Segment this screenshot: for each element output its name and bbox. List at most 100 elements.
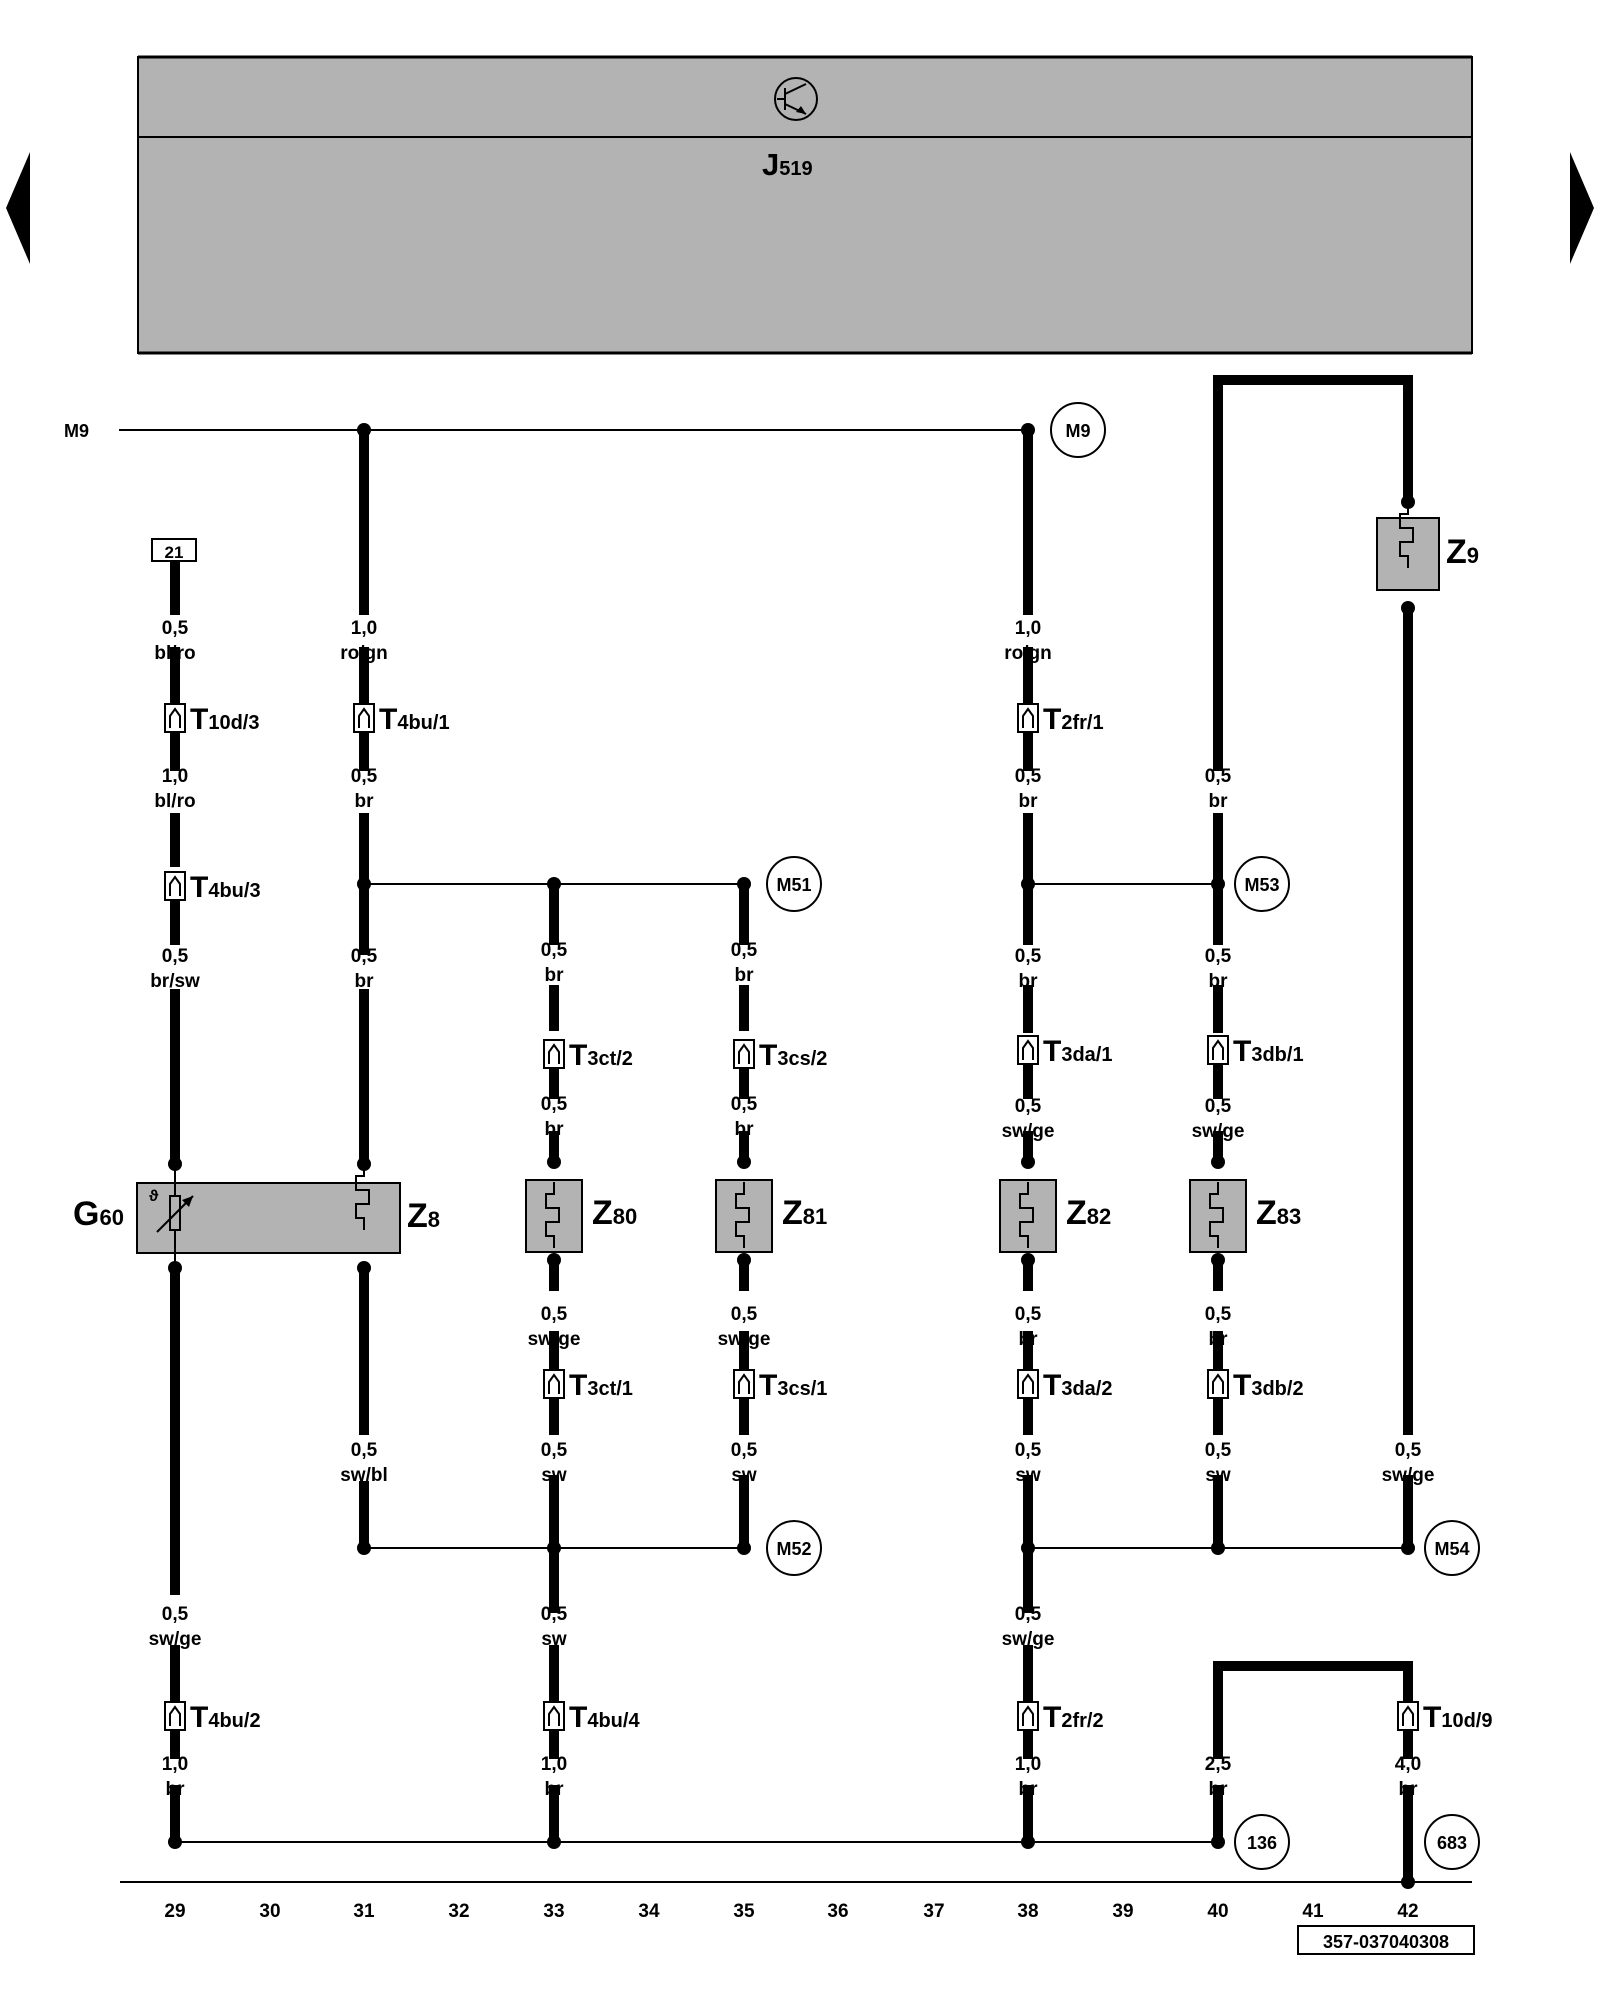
wire-color: sw/ge <box>718 1329 771 1350</box>
wire-label: 0,5br <box>351 946 378 992</box>
wire-size: 2,5 <box>1205 1754 1232 1775</box>
wire-label: 0,5br/sw <box>150 946 200 992</box>
wire-label: 0,5 sw/ge <box>528 1304 581 1350</box>
wire-label: 0,5sw <box>541 1440 568 1486</box>
wire-color: br <box>735 1119 755 1140</box>
ref-136: 136 <box>1234 1814 1290 1870</box>
svg-text:M54: M54 <box>1434 1539 1469 1559</box>
connector-t4bu4: T4bu/4 <box>543 1701 640 1734</box>
wire-color: br <box>355 971 375 992</box>
wire-color: br <box>1209 971 1229 992</box>
connector-label: T3db/2 <box>1233 1369 1304 1402</box>
connector-label: T3db/1 <box>1233 1035 1304 1068</box>
connector-t4bu2: T4bu/2 <box>164 1701 261 1734</box>
track-number: 35 <box>733 1901 755 1922</box>
connector-label: T3da/2 <box>1043 1369 1112 1402</box>
wire-color: sw/ge <box>1002 1121 1055 1142</box>
connector-label: T10d/3 <box>190 703 259 736</box>
connector-label: T3da/1 <box>1043 1035 1112 1068</box>
mass-point-m54: M54 <box>1424 1520 1480 1576</box>
component-label: Z81 <box>782 1194 827 1232</box>
track-number: 37 <box>923 1901 944 1922</box>
junction-dot <box>547 877 561 891</box>
component-label: Z8 <box>407 1197 440 1235</box>
connector-t3da2: T3da/2 <box>1017 1369 1112 1402</box>
mass-point-m52: M52 <box>766 1520 822 1576</box>
junction-dot <box>547 1253 561 1267</box>
wire-label: 0,5 sw <box>731 1440 758 1486</box>
wire-label: 0,5sw/ge <box>1002 1604 1055 1650</box>
wire-size: 0,5 <box>1205 946 1232 967</box>
wire-size: 1,0 <box>1015 618 1041 639</box>
junction-dot <box>1021 423 1035 437</box>
wire-label-layer: 0,5bl/ro1,0ro/gn1,0ro/gn1,0bl/ro0,5br0,5… <box>149 618 1435 1800</box>
next-page-arrow-icon[interactable] <box>1570 152 1594 264</box>
wire-size: 0,5 <box>541 1304 568 1325</box>
junction-dot <box>547 1155 561 1169</box>
wire-size: 0,5 <box>731 940 758 961</box>
wire-size: 0,5 <box>731 1440 758 1461</box>
connector-label: T10d/9 <box>1423 1701 1492 1734</box>
wire-color: sw/ge <box>1192 1121 1245 1142</box>
wire-label: 0,5 br <box>1205 946 1232 992</box>
wire-color: br <box>1019 1779 1039 1800</box>
mass-point-m53: M53 <box>1234 856 1290 912</box>
mass-point-m9-label: M9 <box>64 421 89 441</box>
wire-color: sw/ge <box>528 1329 581 1350</box>
component-label: Z82 <box>1066 1194 1111 1232</box>
track-number: 36 <box>827 1901 848 1922</box>
wire-label: 0,5bl/ro <box>154 618 195 664</box>
wire-label: 1,0br <box>162 1754 188 1800</box>
junction-dot <box>1021 1155 1035 1169</box>
connector-t3db1: T3db/1 <box>1207 1035 1304 1068</box>
connector-label: T4bu/4 <box>569 1701 640 1734</box>
connector-t3cs1: T3cs/1 <box>733 1369 827 1402</box>
previous-page-arrow-icon[interactable] <box>6 152 30 264</box>
wire-label: 1,0bl/ro <box>154 766 195 812</box>
wire-size: 1,0 <box>351 618 377 639</box>
wire-size: 1,0 <box>1015 1754 1041 1775</box>
junction-dot <box>357 1261 371 1275</box>
wire-color: sw <box>731 1465 757 1486</box>
control-unit-label: J519 <box>762 147 813 182</box>
wire-label: 2,5br <box>1205 1754 1232 1800</box>
wire-size: 0,5 <box>351 1440 378 1461</box>
connector-label: T2fr/1 <box>1043 703 1104 736</box>
junction-dot <box>737 1155 751 1169</box>
wire-size: 0,5 <box>1015 1440 1042 1461</box>
wire-label: 0,5sw/bl <box>340 1440 388 1486</box>
wire-color: br <box>545 1119 565 1140</box>
track-number: 38 <box>1017 1901 1038 1922</box>
component-label: Z80 <box>592 1194 637 1232</box>
control-unit-j519: J519 <box>137 55 1473 355</box>
wire-size: 0,5 <box>1205 1096 1232 1117</box>
connector-t2fr2: T2fr/2 <box>1017 1701 1104 1734</box>
wire-size: 0,5 <box>541 1094 568 1115</box>
connector-t4bu1: T4bu/1 <box>353 703 450 736</box>
svg-text:M52: M52 <box>776 1539 811 1559</box>
wire-color: bl/ro <box>154 643 195 664</box>
connector-label: T3ct/2 <box>569 1039 633 1072</box>
component-label: Z9 <box>1446 533 1479 571</box>
wire-label: 0,5sw/ge <box>718 1304 771 1350</box>
wire-color: br <box>1019 971 1039 992</box>
figure-id: 357-037040308 <box>1323 1932 1449 1952</box>
junction-dot <box>1021 877 1035 891</box>
connector-label: T4bu/2 <box>190 1701 261 1734</box>
svg-text:M9: M9 <box>1065 421 1090 441</box>
wire-label: 1,0ro/gn <box>340 618 388 664</box>
wire-color: br <box>735 965 755 986</box>
junction-dot <box>737 1253 751 1267</box>
wire-label: 1,0br <box>541 1754 567 1800</box>
junction-dot <box>547 1541 561 1555</box>
junction-dot <box>357 877 371 891</box>
component-z83: Z83 <box>1189 1179 1301 1253</box>
wire-label: 0,5br <box>1015 946 1042 992</box>
track-number: 42 <box>1397 1901 1418 1922</box>
svg-text:M51: M51 <box>776 875 811 895</box>
wire-label: 1,0 br <box>1015 1754 1041 1800</box>
